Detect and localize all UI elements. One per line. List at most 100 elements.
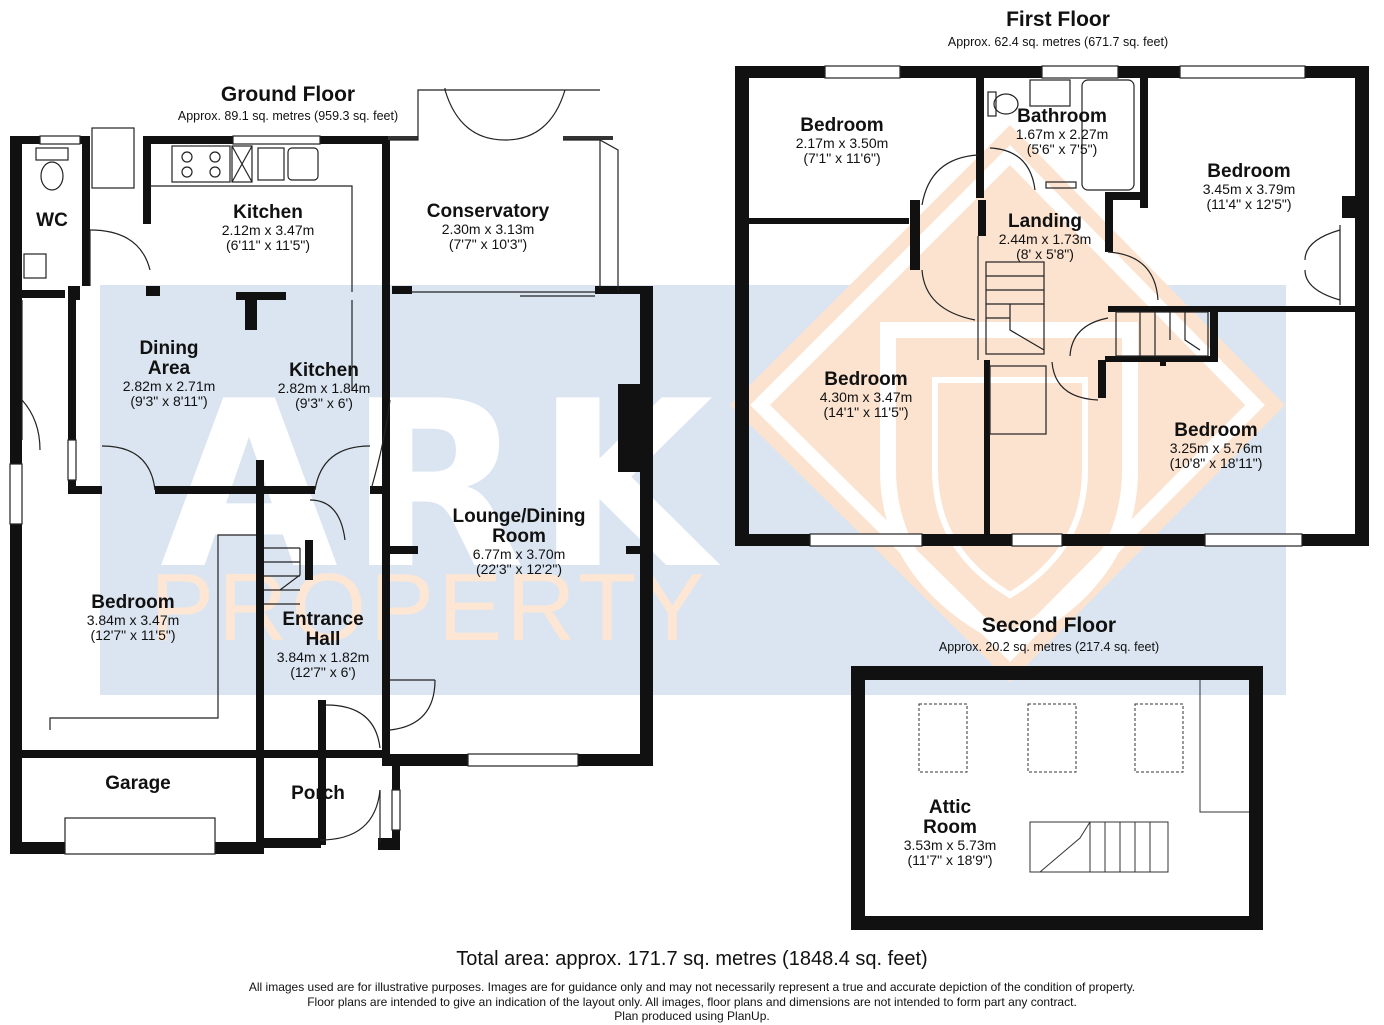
disclaimer-line: Floor plans are intended to give an indi… (307, 995, 1077, 1009)
appliance-box (231, 145, 253, 183)
hob-ring (209, 151, 221, 163)
watermark-diamond-outline (750, 145, 1265, 662)
door-swing (921, 154, 979, 206)
ground-floor-details (9, 88, 619, 855)
ground-floor-area: Approx. 89.1 sq. metres (959.3 sq. feet) (177, 109, 399, 123)
room-porch: Porch (291, 784, 345, 804)
staircase (985, 261, 1209, 357)
disclaimer-line: Plan produced using PlanUp. (614, 1009, 770, 1023)
wall (256, 838, 321, 848)
skylight (1027, 703, 1077, 773)
wall (388, 754, 468, 766)
first-floor-details (809, 65, 1341, 547)
room-name-line2: Area (147, 357, 191, 379)
wall (236, 292, 286, 300)
wall (735, 534, 810, 546)
room-name: Bedroom (1207, 161, 1291, 182)
watermark-shield-icon (880, 322, 1138, 649)
hob-ring (181, 151, 193, 163)
room-name: Entrance (282, 609, 364, 630)
room-name: Dining (139, 338, 199, 359)
wall (155, 486, 315, 494)
room-bedroom-first-a: Bedroom 2.17m x 3.50m (7'1" x 11'6") (796, 116, 889, 165)
room-attic: Attic Room 3.53m x 5.73m (11'7" x 18'9") (904, 798, 997, 867)
door-swing (314, 445, 371, 491)
cupboard (91, 127, 135, 189)
wall (143, 136, 151, 224)
conservatory-frame (563, 139, 619, 290)
staircase (1029, 821, 1169, 873)
wall (640, 286, 653, 766)
wall (68, 296, 76, 492)
room-imperial: (11'7" x 18'9") (907, 851, 993, 868)
wall (318, 700, 326, 845)
wall (749, 218, 909, 224)
wall (245, 292, 257, 330)
radiator (1045, 181, 1077, 189)
sink (287, 147, 319, 181)
wall (1249, 666, 1263, 930)
wardrobe-door (1304, 229, 1341, 261)
door-swing (921, 269, 976, 321)
door-swing (319, 789, 381, 841)
second-floor-title: Second Floor (981, 614, 1117, 637)
bathtub (1081, 79, 1135, 191)
toilet (40, 161, 64, 191)
room-imperial: (6'11" x 11'5") (225, 236, 311, 253)
window (391, 789, 401, 831)
room-wc: WC (36, 211, 68, 231)
room-imperial: (9'3" x 6') (295, 394, 353, 411)
room-landing: Landing 2.44m x 1.73m (8' x 5'8") (999, 212, 1092, 261)
watermark-brand-bottom: PROPERTY (150, 554, 708, 661)
room-name-line2: Hall (305, 628, 341, 650)
wall (392, 286, 412, 294)
room-bedroom-ground: Bedroom 3.84m x 3.47m (12'7" x 11'5") (87, 593, 180, 642)
appliance-box (231, 145, 253, 183)
first-floor-title: First Floor (1006, 8, 1110, 31)
second-floor-details (918, 680, 1249, 873)
door-swing (989, 147, 1036, 191)
wall (851, 916, 1263, 930)
room-kitchen-top: Kitchen 2.12m x 3.47m (6'11" x 11'5") (222, 203, 315, 252)
window (1011, 533, 1063, 547)
room-metric: 6.77m x 3.70m (472, 545, 566, 562)
wall (1118, 66, 1180, 78)
window (1204, 533, 1303, 547)
door-swing (1107, 251, 1159, 301)
room-entrance-hall: Entrance Hall 3.84m x 1.82m (12'7" x 6') (277, 610, 370, 679)
hob-ring (209, 166, 221, 178)
room-imperial: (11'4" x 12'5") (1206, 195, 1292, 212)
room-metric: 1.67m x 2.27m (1015, 125, 1109, 142)
window (467, 753, 579, 767)
room-kitchen-mid: Kitchen 2.82m x 1.84m (9'3" x 6') (278, 361, 371, 410)
wall (851, 666, 865, 930)
ground-floor-title: Ground Floor (220, 83, 356, 106)
room-metric: 3.25m x 5.76m (1169, 439, 1263, 456)
wall (735, 66, 825, 78)
room-imperial: (14'1" x 11'5") (823, 403, 909, 420)
room-metric: 2.17m x 3.50m (795, 134, 889, 151)
wall (146, 286, 160, 296)
wall (68, 486, 102, 494)
room-name: Garage (105, 773, 171, 794)
room-metric: 3.84m x 1.82m (276, 648, 370, 665)
wardrobe-door (1304, 269, 1341, 301)
toilet-cistern (987, 91, 997, 117)
wall (1305, 66, 1369, 78)
room-metric: 2.12m x 3.47m (221, 221, 315, 238)
room-lounge-dining: Lounge/Dining Room 6.77m x 3.70m (22'3" … (453, 507, 586, 576)
door-swing (309, 499, 346, 541)
conservatory-frame (390, 89, 600, 141)
toilet (993, 93, 1019, 115)
wall (1140, 78, 1148, 208)
window (809, 533, 923, 547)
room-name: Attic (928, 797, 972, 818)
wall (320, 136, 390, 144)
hob (171, 145, 231, 183)
wall (10, 750, 388, 758)
window (67, 439, 77, 481)
room-bathroom: Bathroom 1.67m x 2.27m (5'6" x 7'5") (1016, 107, 1109, 156)
door-swing (389, 679, 436, 731)
